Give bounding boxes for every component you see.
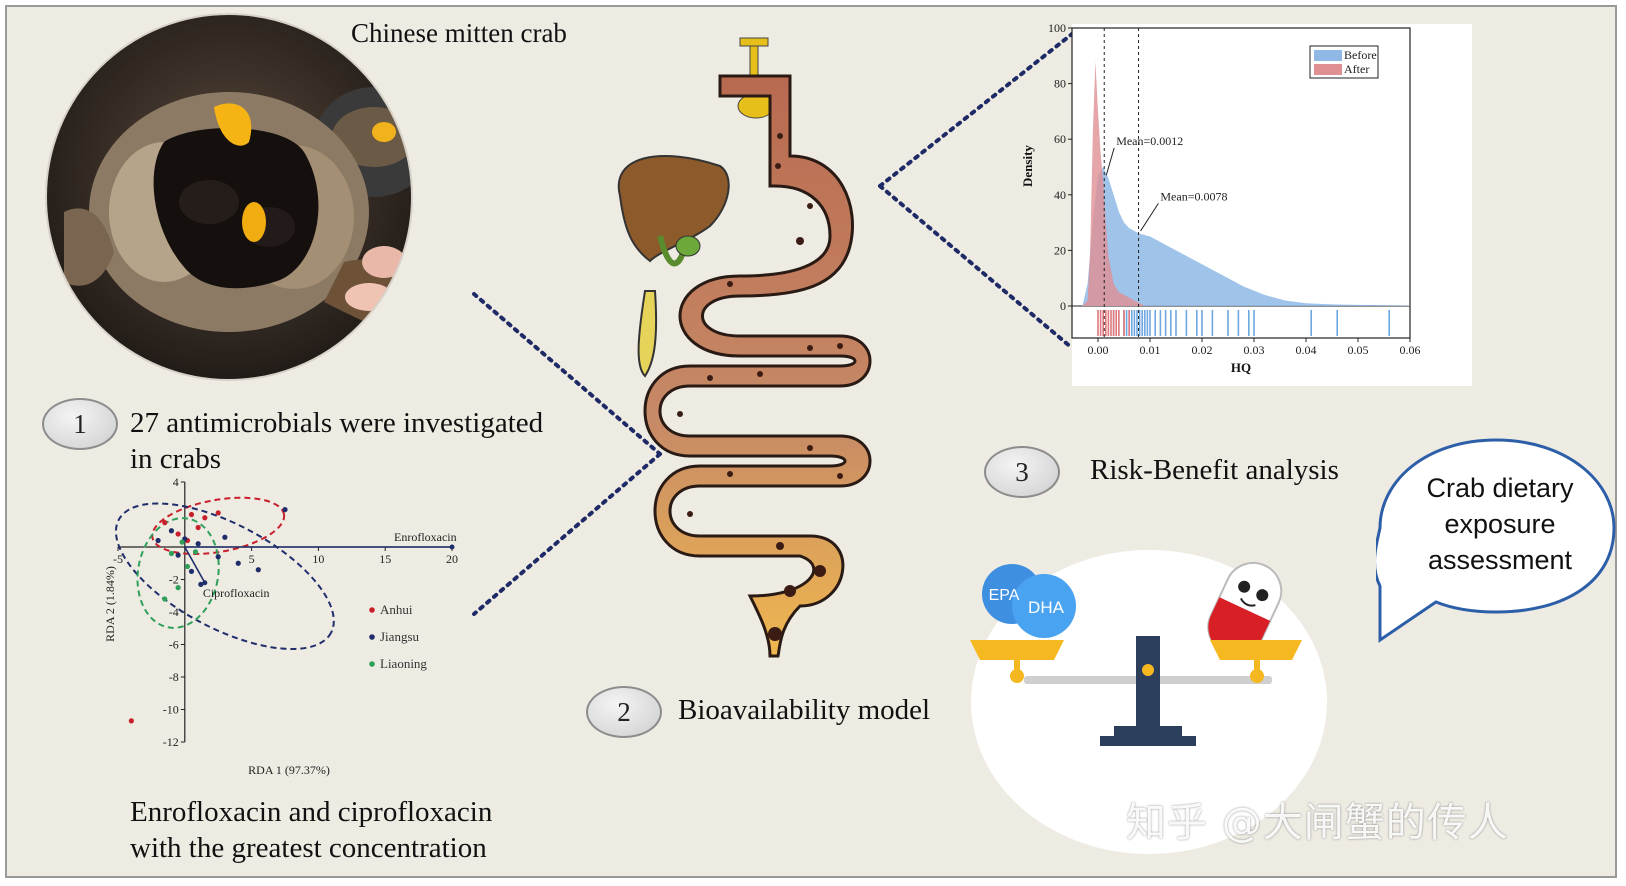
hq-x-tick-label: 0.01: [1140, 343, 1161, 357]
rda-biplot: -5 5 10 15 20 4 -2 -4 -6 -8 -10 -12 EnrofloxacinCipr…: [104, 475, 458, 777]
rda-point-anhui: [162, 520, 168, 526]
rda-point-anhui: [202, 515, 208, 521]
rda-point-jiangsu: [215, 554, 221, 560]
rda-y-tick-label: -10: [163, 703, 179, 717]
rda-point-liaoning: [192, 549, 199, 555]
hq-y-tick-label: 20: [1054, 243, 1066, 257]
step1-badge: 1: [42, 398, 118, 450]
hq-y-tick-label: 40: [1054, 188, 1066, 202]
epa-label: EPA: [989, 587, 1020, 604]
hq-density-before: [1082, 167, 1410, 306]
rda-point-jiangsu: [188, 568, 195, 574]
hq-x-tick-label: 0.00: [1088, 343, 1109, 357]
rda-x-tick-label: 15: [379, 552, 391, 566]
rda-x-tick-label: 10: [312, 552, 324, 566]
hq-plot-frame: [1071, 27, 1411, 339]
speech-bubble: [1376, 438, 1616, 643]
crab-photo: [45, 13, 413, 381]
hq-x-axis-title: HQ: [1231, 360, 1251, 375]
dha-bubble: [1012, 574, 1076, 638]
hq-annotation: Mean=0.0012: [1116, 134, 1183, 148]
rda-confidence-ellipse-jiangsu: [114, 502, 335, 651]
hq-annotation-arrow: [1105, 147, 1115, 176]
rda-y-tick-label: -6: [169, 638, 179, 652]
step3-badge: 3: [984, 446, 1060, 498]
hq-x-tick-label: 0.05: [1348, 343, 1369, 357]
rda-x-axis-title: RDA 1 (97.37%): [248, 763, 330, 777]
hq-legend-swatch: [1314, 64, 1342, 75]
rda-y-tick-label: -12: [163, 735, 179, 749]
step1-conclusion: Enrofloxacin and ciprofloxacin with the …: [130, 796, 493, 864]
rda-vector-ciprofloxacin: [184, 546, 206, 584]
hq-y-axis-title: Density: [1020, 145, 1035, 187]
step1-text: 27 antimicrobials were investigated in c…: [130, 407, 544, 475]
rda-point-jiangsu: [155, 537, 161, 544]
rda-point-liaoning: [162, 596, 168, 602]
hq-y-tick-label: 60: [1054, 132, 1066, 146]
hq-y-tick-label: 80: [1054, 77, 1066, 91]
watermark: 知乎 @大闸蟹的传人: [1126, 800, 1509, 846]
rda-legend-label: Jiangsu: [380, 629, 420, 644]
hq-density-after: [1082, 61, 1145, 306]
rda-vector-head-ciprofloxacin: [202, 580, 208, 586]
hq-legend-label: After: [1344, 62, 1369, 76]
rda-point-jiangsu: [195, 541, 201, 547]
rda-point-anhui: [128, 718, 134, 724]
step2-badge: 2: [586, 686, 662, 738]
rda-y-tick-label: -4: [169, 605, 179, 619]
hq-y-tick-label: 0: [1060, 299, 1066, 313]
rda-legend-marker: [369, 634, 375, 640]
rda-legend-label: Anhui: [380, 602, 413, 617]
risk-benefit-balance: EPA DHA: [970, 550, 1327, 854]
rda-y-tick-label: 4: [173, 475, 179, 489]
hq-legend-label: Before: [1344, 48, 1377, 62]
hq-x-tick-label: 0.04: [1296, 343, 1317, 357]
dha-label: DHA: [1028, 598, 1065, 617]
rda-legend-marker: [369, 661, 375, 667]
rda-point-jiangsu: [282, 507, 288, 513]
rda-point-jiangsu: [255, 567, 261, 573]
rda-legend-marker: [369, 607, 375, 613]
rda-point-jiangsu: [222, 534, 228, 540]
rda-point-liaoning: [184, 563, 191, 570]
rda-vector-head-enrofloxacin: [449, 544, 455, 550]
rda-x-tick-label: -5: [113, 552, 123, 566]
crab-caption: Chinese mitten crab: [351, 18, 567, 48]
rda-point-anhui: [175, 531, 181, 537]
step3-text: Risk-Benefit analysis: [1090, 454, 1339, 486]
bubble-text: Crab dietary exposure assessment: [1426, 473, 1574, 575]
rda-point-liaoning: [175, 585, 181, 591]
rda-point-liaoning: [168, 550, 175, 557]
rda-vector-label: Ciprofloxacin: [203, 586, 270, 600]
rda-legend-label: Liaoning: [380, 656, 427, 671]
digestive-tract-illustration: [617, 37, 872, 658]
rda-point-anhui: [215, 510, 221, 516]
rda-x-tick-label: 5: [249, 552, 255, 566]
hq-annotation-arrow: [1140, 203, 1159, 232]
rda-point-liaoning: [179, 539, 185, 545]
hq-y-tick-label: 100: [1048, 21, 1066, 35]
rda-x-tick-label: 20: [446, 552, 458, 566]
rda-point-jiangsu: [198, 581, 204, 587]
rda-vector-label: Enrofloxacin: [394, 530, 457, 544]
rda-y-tick-label: -8: [169, 670, 179, 684]
hq-x-tick-label: 0.06: [1400, 343, 1421, 357]
hq-x-tick-label: 0.02: [1192, 343, 1213, 357]
rda-y-tick-label: -2: [169, 573, 179, 587]
hq-x-tick-label: 0.03: [1244, 343, 1265, 357]
hq-annotation: Mean=0.0078: [1160, 189, 1227, 203]
rda-confidence-ellipse-anhui: [151, 496, 286, 555]
rda-point-anhui: [195, 524, 201, 531]
rda-point-jiangsu: [235, 560, 241, 566]
hq-legend-swatch: [1314, 50, 1342, 61]
rda-y-axis-title: RDA 2 (1.84%): [104, 566, 117, 642]
rda-point-jiangsu: [168, 528, 175, 534]
rda-point-jiangsu: [175, 552, 181, 558]
rda-confidence-ellipse-liaoning: [136, 517, 220, 629]
step2-text: Bioavailability model: [678, 694, 931, 726]
rda-point-anhui: [188, 511, 195, 518]
